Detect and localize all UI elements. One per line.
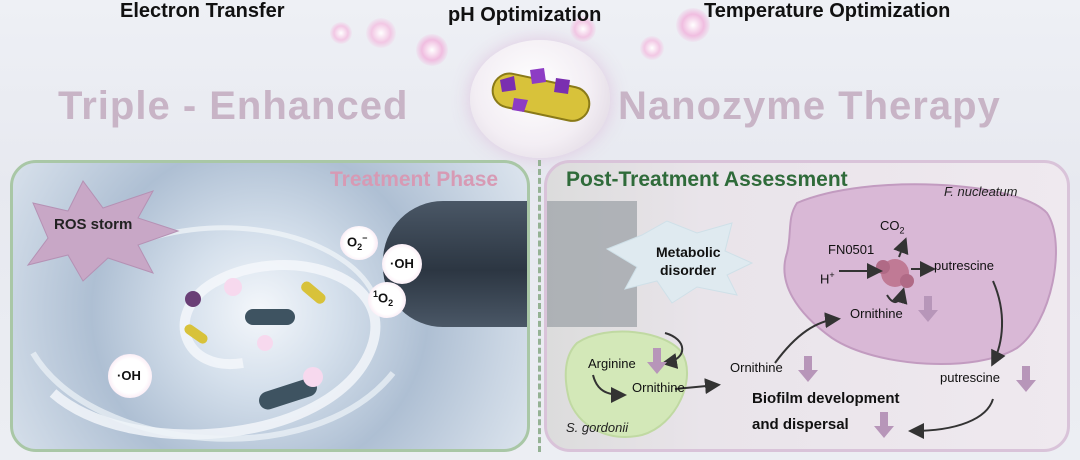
arginine-label: Arginine [588, 356, 636, 371]
glow-orb [330, 22, 352, 44]
ornithine-mid-label: Ornithine [730, 360, 783, 375]
ros-storm-label: ROS storm [54, 216, 132, 233]
post-treatment-title: Post-Treatment Assessment [566, 168, 848, 192]
h-symbol: H [820, 271, 829, 286]
title-left: Triple - Enhanced [58, 84, 408, 129]
biofilm-line1-label: Biofilm development [752, 390, 900, 407]
singlet-subscript: 2 [388, 298, 393, 308]
biofilm-line2-label: and dispersal [752, 416, 849, 433]
superoxide-label: O2− [347, 233, 367, 252]
ornithine-inner-label: Ornithine [850, 306, 903, 321]
post-treatment-graphic [547, 163, 1070, 452]
f-nucleatum-label: F. nucleatum [944, 184, 1017, 199]
co2-symbol: CO [880, 218, 900, 233]
hydroxyl-left-label: ·OH [117, 368, 141, 383]
putrescine-inner-label: putrescine [934, 258, 994, 273]
glow-orb [640, 36, 664, 60]
glow-orb [416, 34, 448, 66]
superoxide-symbol: O [347, 234, 357, 249]
disorder-label: disorder [660, 262, 716, 278]
metabolic-label: Metabolic [656, 244, 721, 260]
nanozyme-particle-graphic [470, 40, 610, 158]
fn0501-label: FN0501 [828, 242, 874, 257]
h-superscript: + [829, 270, 834, 280]
purple-blob [185, 291, 201, 307]
s-gordonii-label: S. gordonii [566, 420, 628, 435]
temperature-optimization-label: Temperature Optimization [704, 0, 950, 23]
superoxide-superscript: − [362, 233, 367, 243]
h-plus-label: H+ [820, 270, 835, 286]
co2-label: CO2 [880, 218, 905, 236]
post-treatment-panel [544, 160, 1070, 452]
nanozyme-particle [299, 279, 328, 305]
panel-divider [538, 160, 541, 452]
title-right: Nanozyme Therapy [618, 84, 1001, 129]
treatment-phase-panel [10, 160, 530, 452]
treatment-phase-title: Treatment Phase [330, 168, 498, 192]
bacterium-gray [245, 309, 295, 325]
nanozyme-sphere [470, 40, 610, 158]
co2-subscript: 2 [900, 226, 905, 236]
putrescine-outer-label: putrescine [940, 370, 1000, 385]
electron-transfer-label: Electron Transfer [120, 0, 285, 23]
singlet-oxygen-label: 1O2 [373, 289, 393, 308]
hydroxyl-label: ·OH [390, 256, 414, 271]
ornithine-sg-label: Ornithine [632, 380, 685, 395]
superoxide-subscript: 2 [357, 242, 362, 252]
glow-orb [366, 18, 396, 48]
singlet-symbol: O [378, 290, 388, 305]
ph-optimization-label: pH Optimization [448, 4, 601, 27]
